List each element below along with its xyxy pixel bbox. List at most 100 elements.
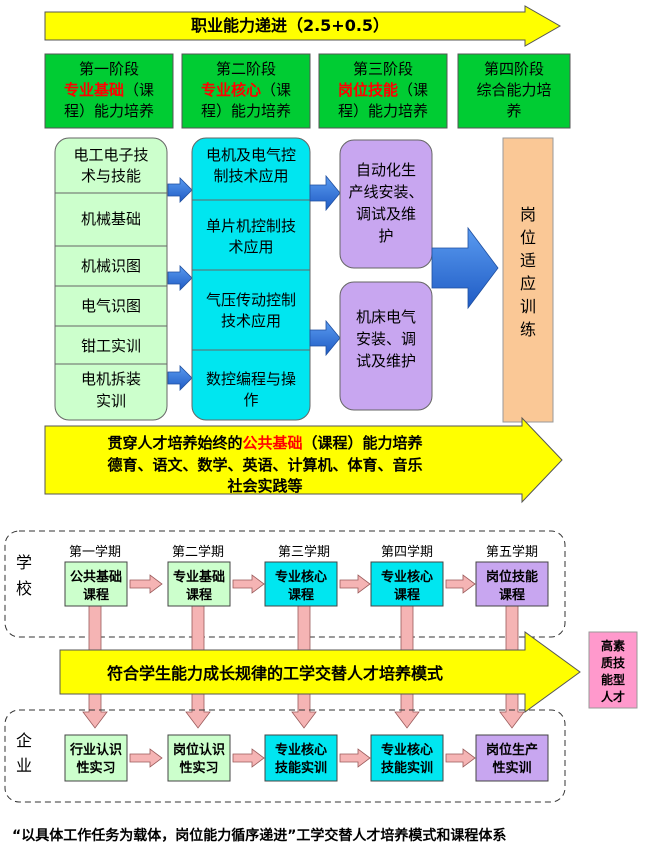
top-arrow-label: 职业能力递进（2.5+0.5）	[191, 16, 389, 35]
col1-item-4: 电气识图	[81, 297, 141, 315]
col1-item-6b: 实训	[96, 392, 126, 410]
col2-item-2a: 单片机控制技	[206, 217, 296, 235]
stage-4-line3: 养	[506, 102, 521, 120]
col4-post-training: 岗 位 适 应 训 练	[502, 137, 554, 423]
svg-text:贯穿人才培养始终的公共基础（课程）能力培养: 贯穿人才培养始终的公共基础（课程）能力培养	[107, 434, 423, 452]
enterprise-boxes: 行业认识 性实习 岗位认识 性实习 专业核心 技能实训 专业核心 技能实训 岗位…	[64, 734, 549, 782]
ent-box-2a: 岗位认识	[173, 742, 225, 758]
school-label-1: 学	[16, 553, 32, 572]
school-box-4a: 专业核心	[381, 569, 433, 585]
public-foundation-arrow: 贯穿人才培养始终的公共基础（课程）能力培养 德育、语文、数学、英语、计算机、体育…	[44, 416, 563, 504]
col4-char-6: 练	[520, 320, 536, 339]
ent-box-2b: 性实习	[179, 760, 218, 776]
col4-char-3: 适	[520, 251, 536, 270]
col3-item-1d: 护	[378, 227, 393, 245]
foundation-highlight: 公共基础	[242, 434, 302, 452]
svg-text:专业基础（课: 专业基础（课	[64, 81, 154, 99]
school-box-2a: 专业基础	[173, 569, 225, 585]
svg-text:岗位技能（课: 岗位技能（课	[338, 81, 428, 99]
stage-3-title: 第三阶段	[353, 60, 413, 78]
foundation-post: （课程）能力培养	[303, 434, 424, 452]
stage-2-rest: （课	[261, 81, 291, 99]
talent-box: 高素 质技 能型 人才	[588, 631, 638, 709]
col3-item-2c: 试及维护	[356, 352, 416, 370]
school-row-arrows	[129, 574, 476, 594]
stage-3-rest: （课	[398, 81, 428, 99]
school-box-5b: 课程	[499, 588, 525, 603]
school-box-1a: 公共基础	[70, 569, 122, 585]
talent-line-2: 质技	[601, 655, 626, 670]
col3-item-1c: 调试及维	[356, 205, 416, 223]
col4-char-5: 训	[520, 297, 536, 316]
school-box-3a: 专业核心	[275, 569, 327, 585]
col2-item-2b: 术应用	[228, 238, 273, 256]
figure-caption: “以具体工作任务为载体，岗位能力循序递进”工学交替人才培养模式和课程体系	[12, 827, 506, 844]
ent-box-1a: 行业认识	[69, 742, 122, 758]
svg-text:专业核心（课: 专业核心（课	[201, 81, 291, 99]
big-blue-arrow	[431, 226, 499, 310]
ent-box-4b: 技能实训	[381, 760, 433, 776]
col4-char-1: 岗	[520, 205, 536, 224]
foundation-line2: 德育、语文、数学、英语、计算机、体育、音乐	[107, 456, 422, 474]
blue-arrow	[167, 365, 193, 391]
col3-item-1a: 自动化生	[356, 161, 416, 179]
col2-item-1b: 制技术应用	[213, 167, 288, 185]
school-box-4b: 课程	[394, 588, 420, 603]
stage-4-line2: 综合能力培	[476, 81, 551, 99]
enterprise-panel	[4, 709, 566, 803]
col1-basic-courses: 电工电子技 术与技能 机械基础 机械识图 电气识图 钳工实训 电机拆装 实训	[54, 137, 168, 421]
col3-item-2b: 安装、调	[356, 330, 416, 348]
stage-2-title: 第二阶段	[216, 60, 276, 78]
arrows-col2-col3	[309, 174, 341, 357]
stage-1-highlight: 专业基础	[64, 81, 124, 99]
semester-labels: 第一学期 第二学期 第三学期 第四学期 第五学期	[69, 544, 538, 560]
col2-item-4b: 作	[243, 391, 258, 409]
col3-box-2: 机床电气 安装、调 试及维护	[339, 281, 433, 411]
stage-1: 第一阶段 专业基础（课 程）能力培养	[44, 53, 174, 129]
ent-box-3a: 专业核心	[275, 742, 327, 758]
col4-char-2: 位	[520, 228, 536, 247]
col3-box-1: 自动化生 产线安装、 调试及维 护	[339, 139, 433, 269]
work-study-label: 符合学生能力成长规律的工学交替人才培养模式	[107, 664, 443, 683]
foundation-line3: 社会实践等	[226, 477, 302, 495]
school-panel	[4, 530, 566, 638]
col2-item-3a: 气压传动控制	[206, 291, 296, 309]
col3-item-1b: 产线安装、	[348, 183, 423, 201]
col2-item-1a: 电机及电气控	[206, 146, 296, 164]
col2-core-courses: 电机及电气控 制技术应用 单片机控制技 术应用 气压传动控制 技术应用 数控编程…	[191, 137, 311, 421]
stage-2: 第二阶段 专业核心（课 程）能力培养	[181, 53, 311, 129]
col3-item-2a: 机床电气	[356, 308, 416, 326]
arrows-col1-col2	[167, 177, 193, 391]
col4-char-4: 应	[520, 274, 536, 293]
stage-3: 第三阶段 岗位技能（课 程）能力培养	[318, 53, 448, 129]
foundation-pre: 贯穿人才培养始终的	[107, 434, 242, 452]
stage-3-line3: 程）能力培养	[338, 102, 428, 120]
stage-1-title: 第一阶段	[79, 60, 139, 78]
enterprise-row-arrows	[129, 748, 476, 768]
work-study-arrow: 符合学生能力成长规律的工学交替人才培养模式	[59, 631, 581, 713]
stage-4: 第四阶段 综合能力培 养	[457, 53, 571, 129]
col1-item-1b: 术与技能	[81, 167, 141, 185]
blue-arrow	[309, 319, 341, 357]
ent-box-3b: 技能实训	[275, 760, 327, 776]
ent-box-5b: 性实训	[492, 760, 531, 776]
enterprise-label-2: 业	[16, 756, 32, 775]
school-box-2b: 课程	[186, 588, 212, 603]
blue-arrow	[167, 265, 193, 291]
enterprise-label-1: 企	[16, 731, 32, 750]
col1-item-1a: 电工电子技	[73, 146, 148, 164]
stage-1-line3: 程）能力培养	[64, 102, 154, 120]
stage-1-rest: （课	[124, 81, 154, 99]
school-box-3b: 课程	[288, 588, 314, 603]
stage-3-highlight: 岗位技能	[338, 81, 398, 99]
stage-4-title: 第四阶段	[484, 60, 544, 78]
col1-item-5: 钳工实训	[81, 337, 141, 355]
semester-5: 第五学期	[486, 544, 538, 560]
col2-item-3b: 技术应用	[221, 312, 281, 330]
ent-box-5a: 岗位生产	[486, 742, 538, 758]
col2-item-4a: 数控编程与操	[206, 370, 296, 388]
semester-1: 第一学期	[69, 544, 121, 560]
school-box-1b: 课程	[83, 588, 109, 603]
col1-item-3: 机械识图	[81, 257, 141, 275]
col1-item-2: 机械基础	[81, 210, 141, 228]
